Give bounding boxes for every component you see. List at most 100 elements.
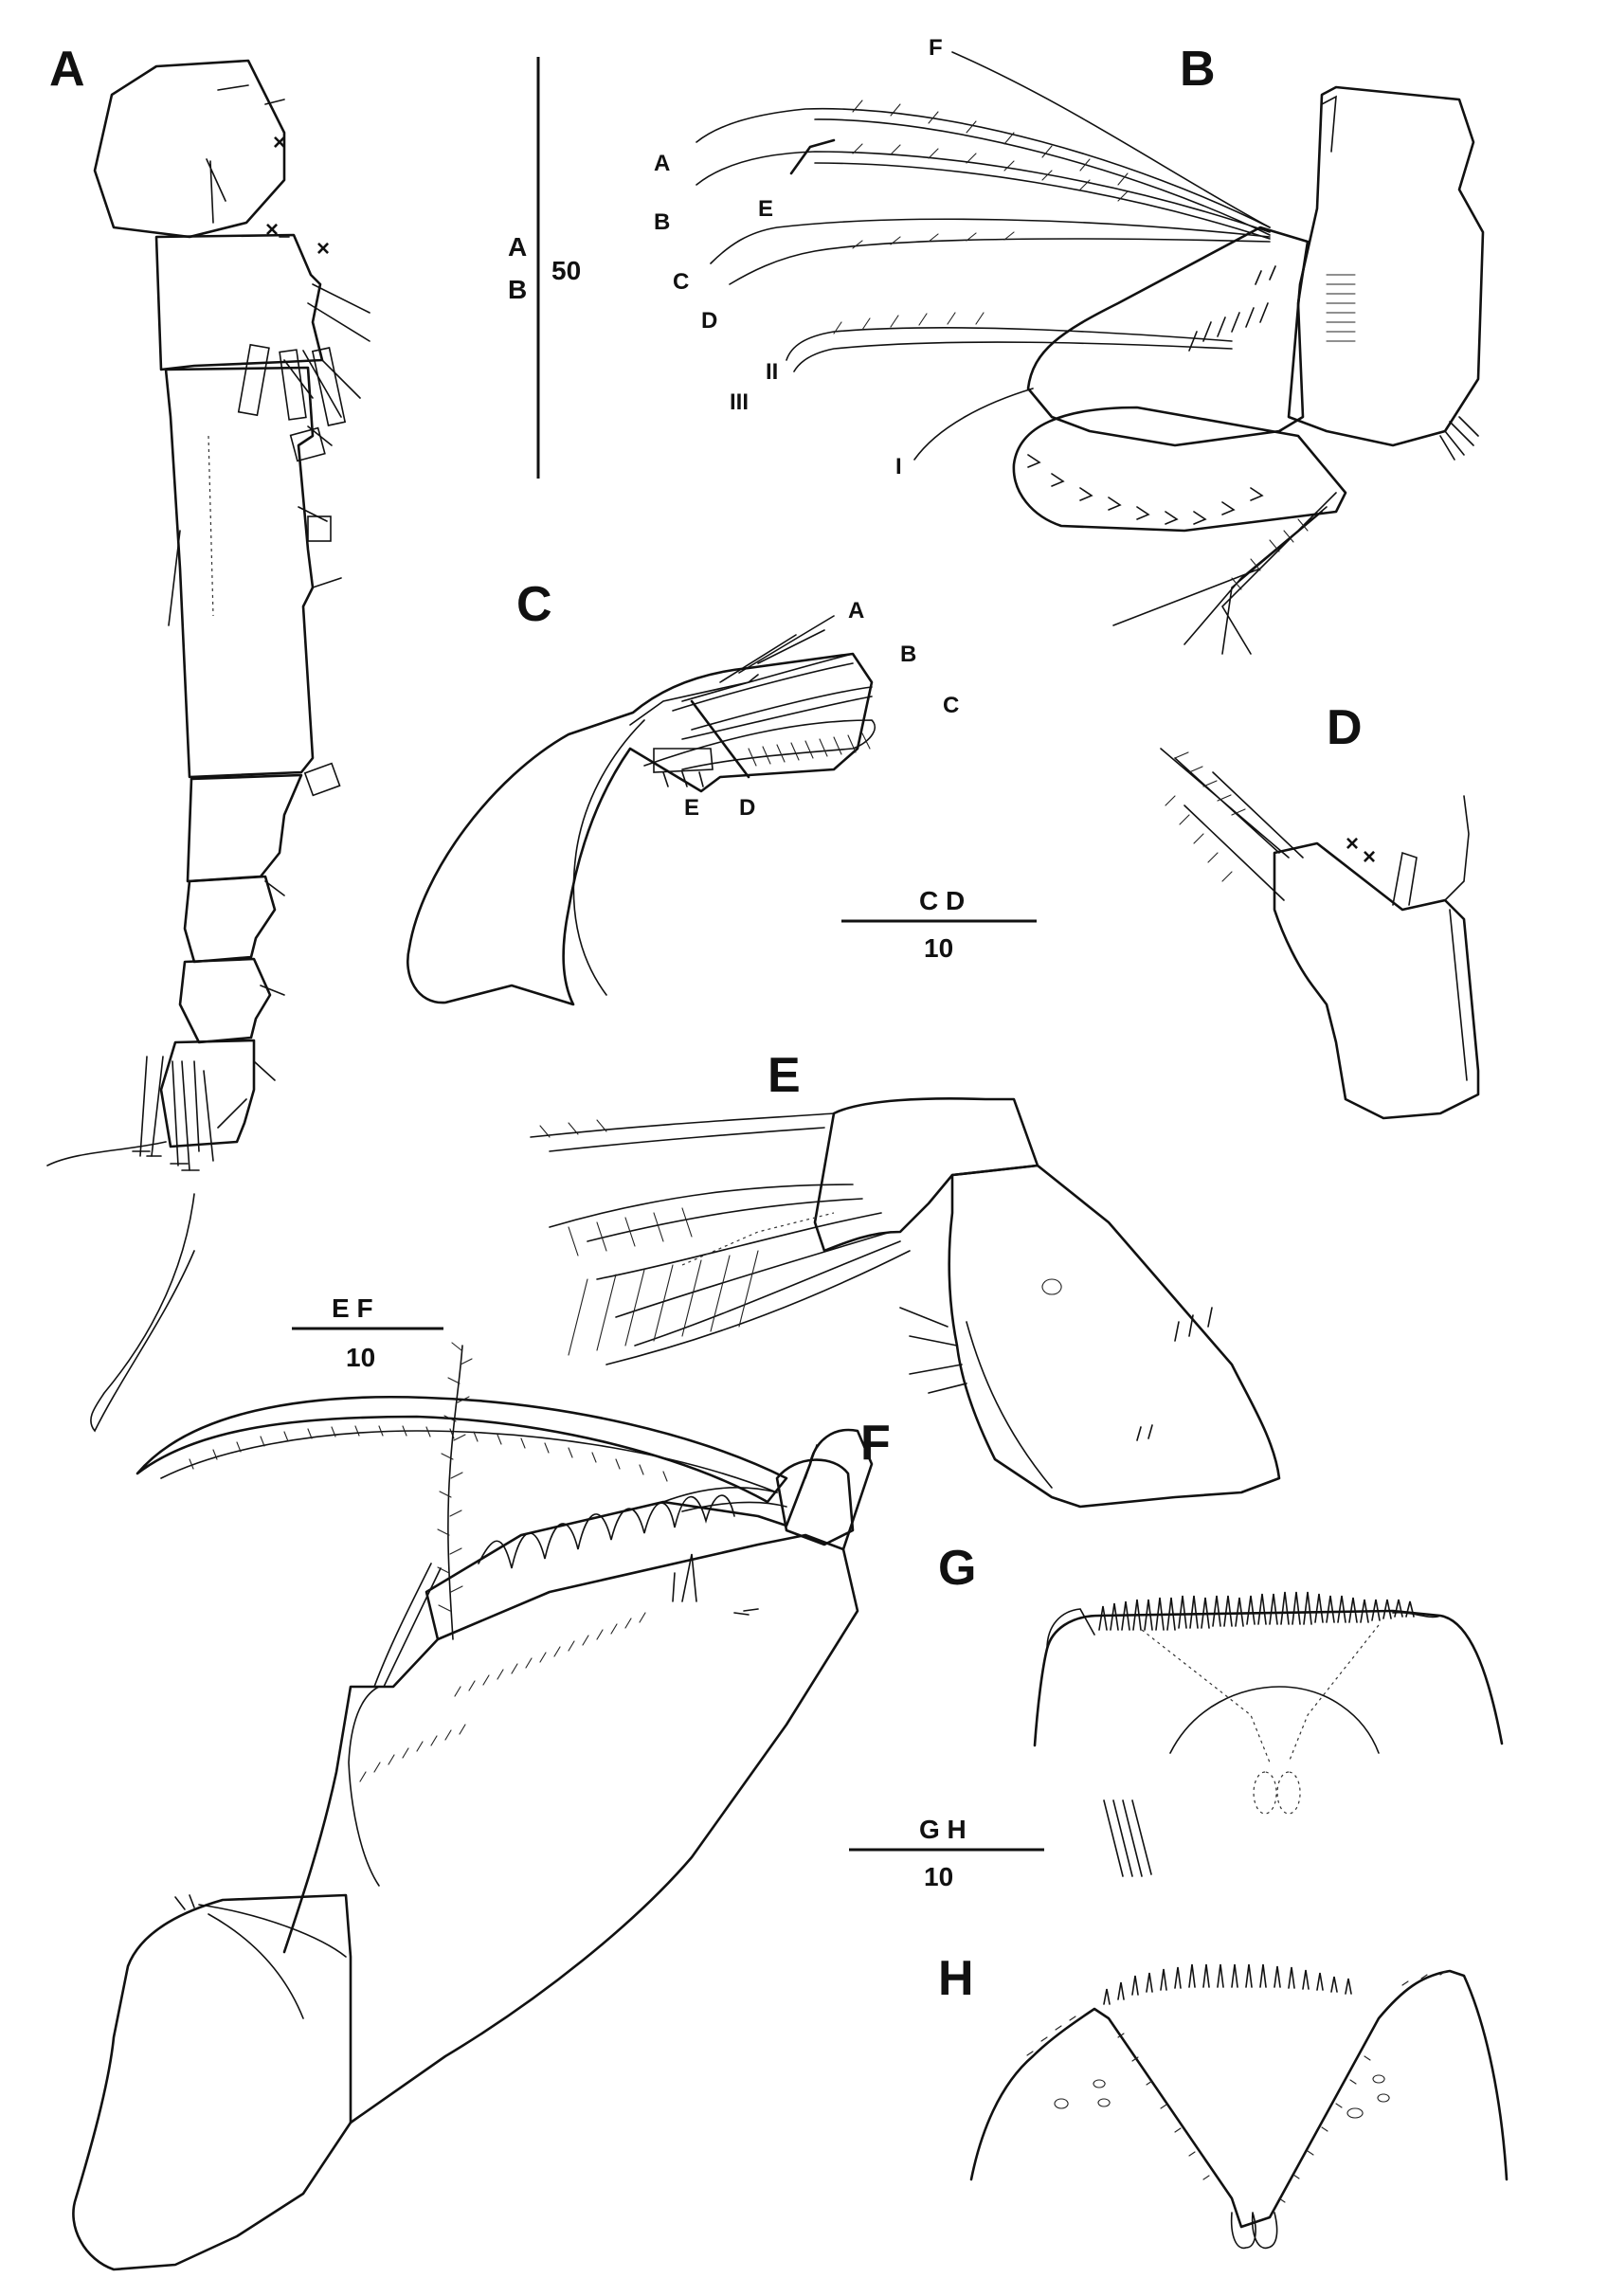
scale-bar-cd-value: 10 <box>924 933 953 963</box>
scale-bar-gh: G H 10 <box>849 1815 1044 1891</box>
label-seta-iii: III <box>730 389 749 415</box>
maxillule-setules <box>1165 751 1246 882</box>
maxilla-inner-dotted <box>681 1212 835 1266</box>
seta-a-spinules <box>852 99 1129 186</box>
mandible-upper-setae <box>719 615 835 683</box>
maxilla-syncoxa <box>948 1164 1281 1509</box>
scale-bar-ab-key-a: A <box>508 232 527 262</box>
aesthetasc-2 <box>279 349 307 421</box>
panel-h-paragnaths: H <box>938 1951 1509 2250</box>
maxilliped-plumose-seta <box>447 1345 463 1640</box>
segment-1-setae <box>206 84 290 238</box>
cross-mark-2: × <box>316 236 330 262</box>
antennule-segment-1 <box>93 59 286 239</box>
antennule-segment-4 <box>186 773 303 883</box>
label-seta-a: A <box>654 151 670 176</box>
panel-c-mandible: C A B C D E <box>407 577 959 1006</box>
mandible-body <box>407 652 874 1006</box>
segment-2-setae <box>283 283 370 418</box>
antennule-segment-3 <box>164 366 315 779</box>
basis-inner-line <box>348 1686 380 1887</box>
antennule-segment-2 <box>154 233 324 371</box>
labrum-dotted-pore <box>1253 1771 1301 1815</box>
scale-bar-cd: C D 10 <box>841 886 1037 963</box>
panel-c-letter: C <box>516 577 552 632</box>
maxillule-distal-setae <box>1392 795 1470 906</box>
scale-bar-gh-value: 10 <box>924 1862 953 1891</box>
paragnaths-outline <box>969 1969 1509 2229</box>
seta-b-spinules <box>852 143 1129 202</box>
seta-b-outer <box>814 162 1271 240</box>
cross-mark-1: × <box>273 130 286 155</box>
panel-f-maxilliped: F <box>72 1342 891 2271</box>
maxillule-cross-1: × <box>1346 831 1359 857</box>
antennule-segment-5 <box>183 875 277 964</box>
scale-bar-ef-key: E F <box>332 1293 373 1323</box>
panel-b-letter: B <box>1180 42 1216 97</box>
maxillule-inner <box>1449 909 1468 1081</box>
basis-spinule-field <box>1326 274 1356 342</box>
seta-a-outer <box>814 118 1271 236</box>
label-seta-c: C <box>673 269 689 295</box>
mandible-gnathobase-edge <box>629 674 759 726</box>
panel-b-antenna: B F A B E C D <box>654 35 1485 655</box>
labrum-dotted-lines <box>1141 1624 1380 1763</box>
antenna-basis <box>1287 85 1485 447</box>
panel-e-letter: E <box>768 1048 801 1103</box>
antennule-segment-6 <box>178 957 272 1044</box>
paragnaths-margin-denticles <box>1026 1970 1447 2203</box>
maxilla-seta-pinnules <box>539 1119 759 1356</box>
claw-tip-lines <box>662 1487 787 1512</box>
labrum-comb <box>1098 1591 1415 1631</box>
scale-bar-ab-value: 50 <box>551 256 581 285</box>
seta-e-pointer <box>789 138 836 175</box>
labrum-inner-arc <box>1169 1686 1380 1754</box>
maxilliped-claw <box>136 1395 788 1504</box>
maxilliped-lateral-seta <box>373 1563 442 1688</box>
panel-h-letter: H <box>938 1951 974 2006</box>
label-c-seta-a: A <box>848 598 864 624</box>
antenna-endopod-1 <box>1026 226 1310 447</box>
panel-d-letter: D <box>1327 700 1363 755</box>
label-seta-f: F <box>929 35 943 61</box>
labrum-detached-spines <box>1103 1799 1152 1877</box>
distal-aesthetasc-outlines <box>132 1150 200 1171</box>
labrum-outline <box>1033 1609 1504 1747</box>
terminal-aesthetasc <box>90 1193 195 1433</box>
maxilliped-basis <box>282 1533 859 2124</box>
maxilla-spinules <box>1136 1307 1213 1441</box>
panel-f-letter: F <box>860 1416 891 1471</box>
label-c-seta-e: E <box>684 795 699 821</box>
panel-g-labrum: G <box>938 1541 1504 1877</box>
scale-bar-ab-key-b: B <box>508 275 527 304</box>
maxilliped-endopod-ring <box>775 1458 855 1546</box>
exopod-long-setae <box>1112 492 1337 655</box>
label-seta-ii: II <box>766 359 778 385</box>
panel-g-letter: G <box>938 1541 976 1596</box>
panel-d-maxillule: D × × <box>1160 700 1480 1120</box>
label-seta-i: I <box>895 454 902 479</box>
maxilla-syncoxa-edge <box>966 1321 1053 1489</box>
exopod-teeth <box>1027 454 1264 525</box>
labrum-lateral-lobes <box>1046 1608 1441 1650</box>
segment-3-knob-3 <box>303 762 341 797</box>
seta-ii-iii <box>786 327 1233 361</box>
scale-bar-ab: A B 50 <box>508 57 581 479</box>
seta-b <box>696 151 1271 233</box>
mandible-blade-a <box>672 653 854 712</box>
basis-spines <box>672 1553 759 1616</box>
mandible-seta-d-pointer <box>690 699 750 779</box>
paragnaths-comb <box>1103 1963 1352 2005</box>
label-c-seta-b: B <box>900 642 916 667</box>
seta-ii-iii-second <box>793 341 1233 372</box>
mandible-inner-fold <box>572 719 645 996</box>
basis-distal-setules <box>1439 416 1479 461</box>
mandible-palp <box>653 748 714 787</box>
mandible-setules-c <box>748 732 871 767</box>
label-c-seta-d: D <box>739 795 755 821</box>
segment-5-7-setae <box>217 880 285 1129</box>
scale-bar-cd-key: C D <box>919 886 965 915</box>
aesthetasc-1 <box>237 343 270 417</box>
segment-3-internal <box>208 435 214 617</box>
